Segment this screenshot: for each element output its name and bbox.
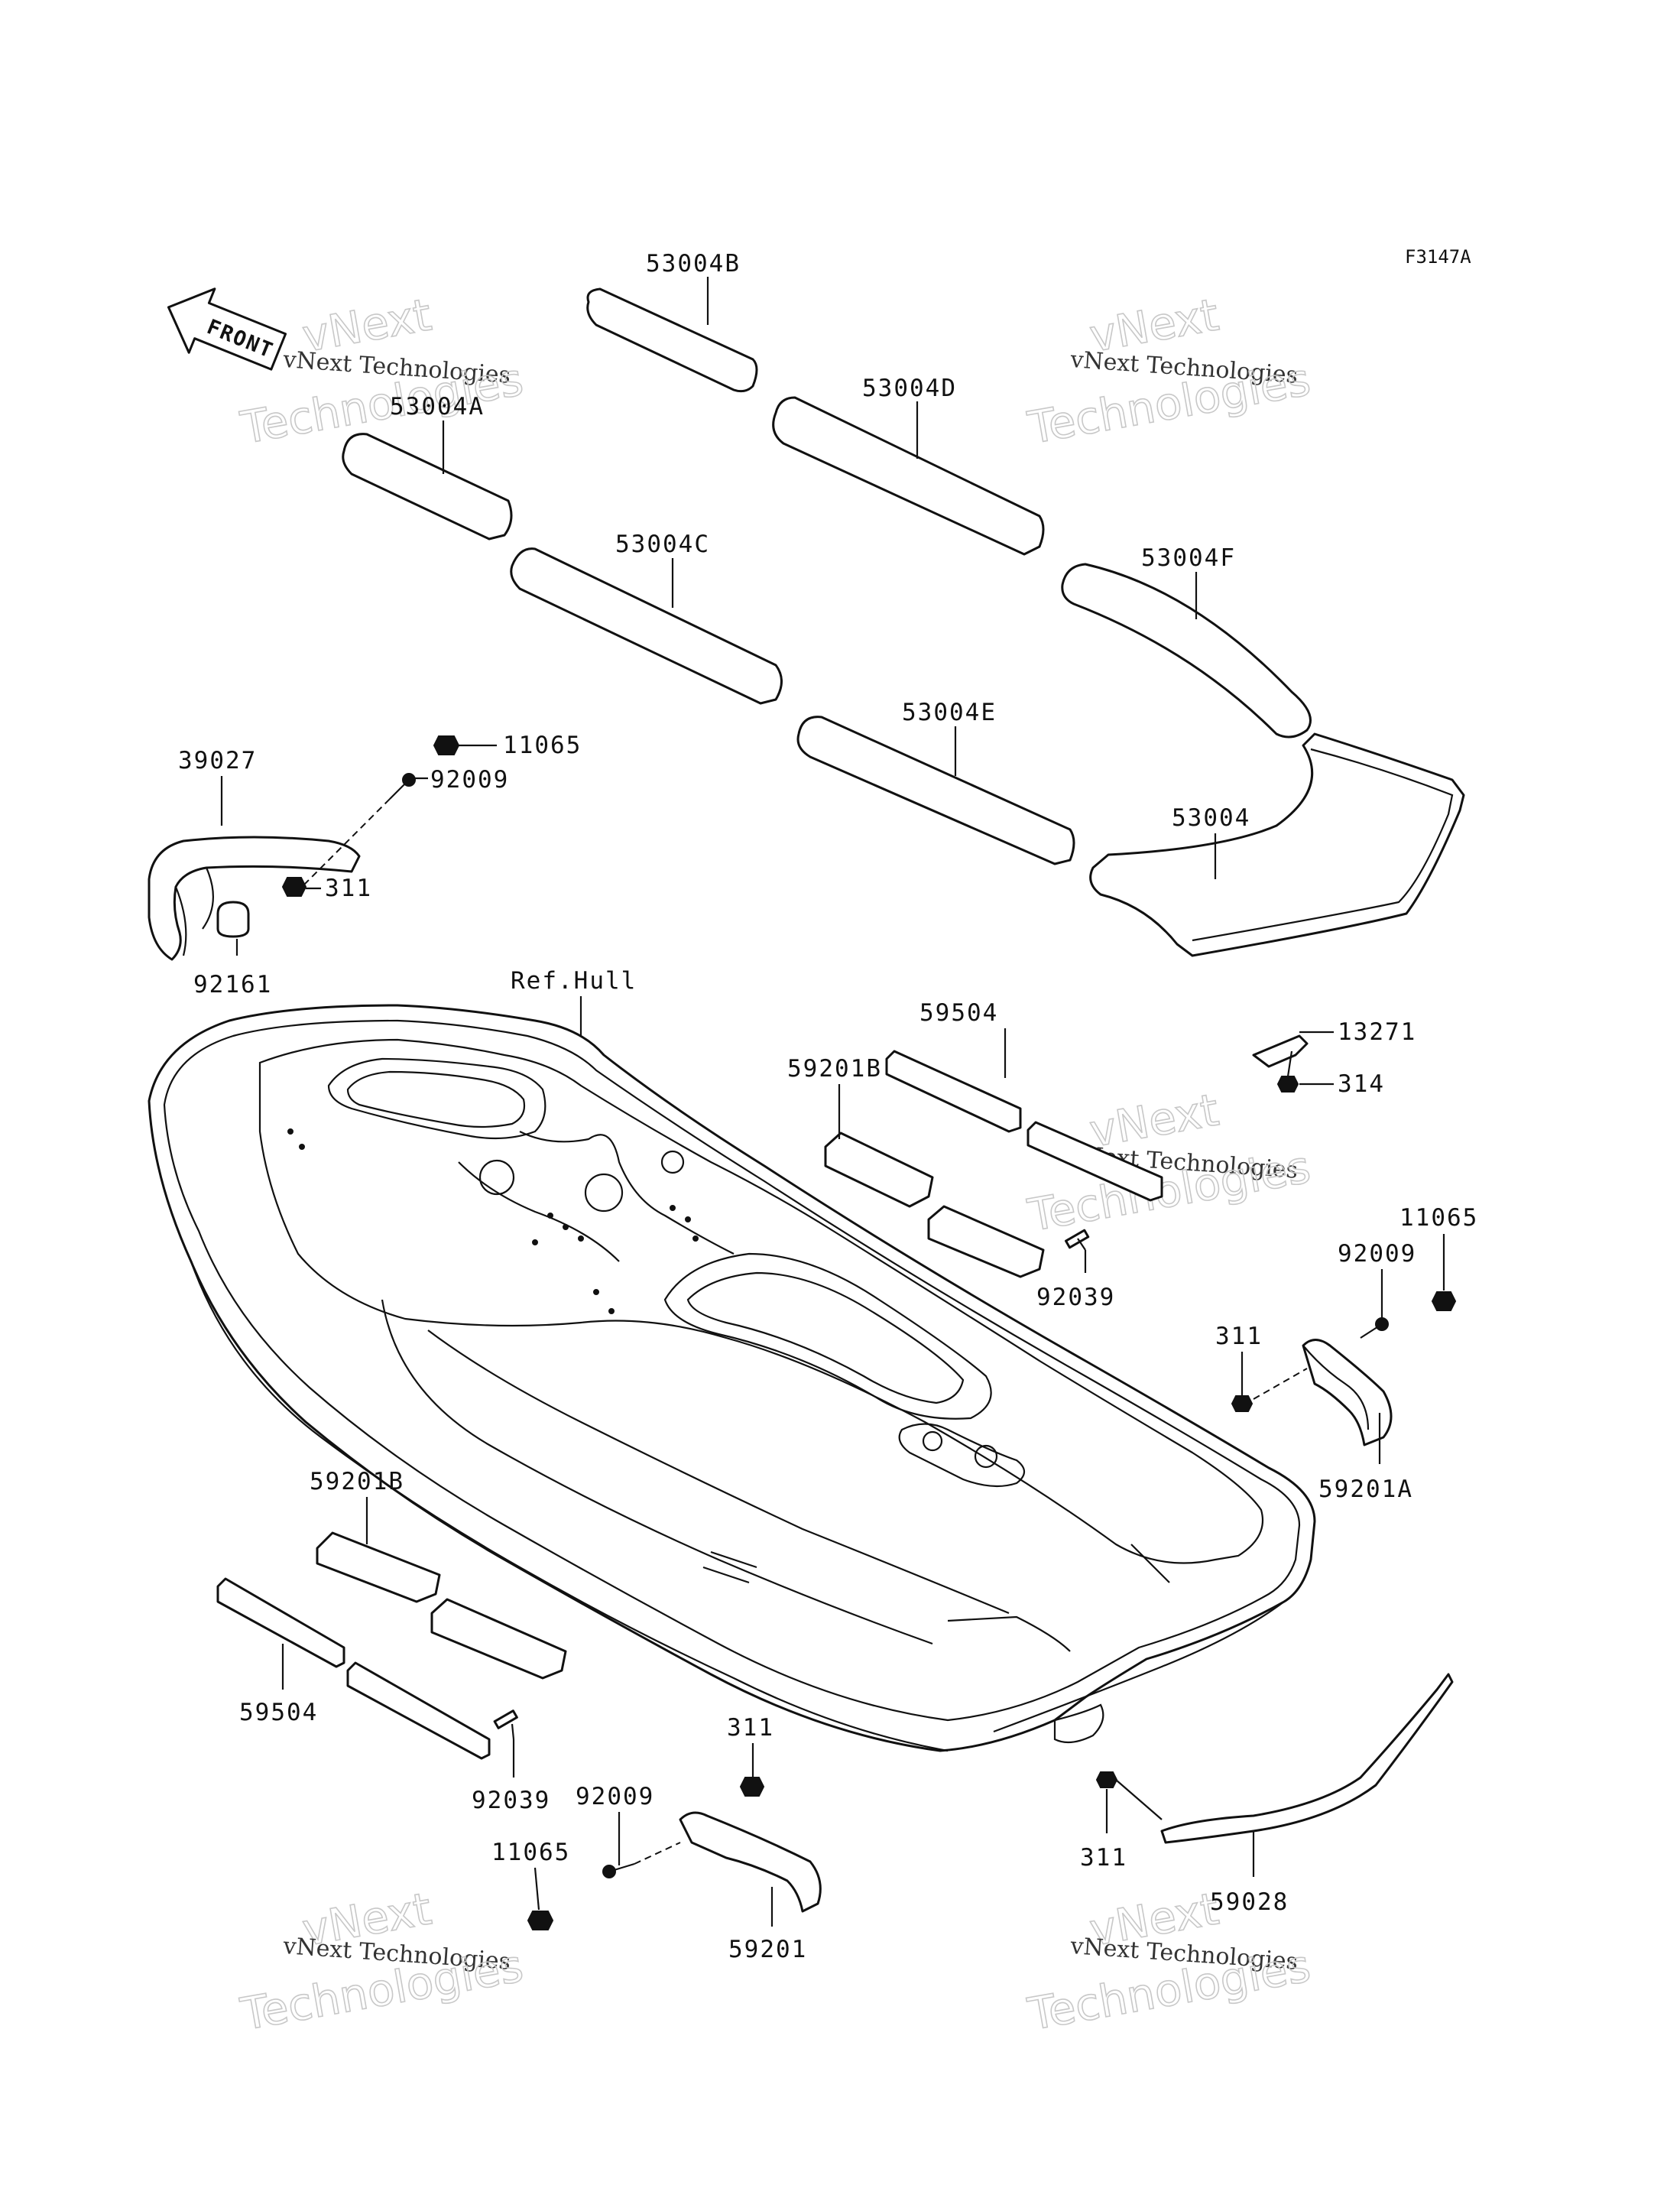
label-59504-bottom: 59504 xyxy=(239,1699,318,1726)
mat-53004 xyxy=(1089,732,1465,957)
label-53004F: 53004F xyxy=(1141,544,1236,572)
watermark-bottom-left: vNext vNext Technologies Technologies xyxy=(236,1882,527,2041)
rail-59504-bottom xyxy=(216,1577,345,1668)
guard-59201B-bottom-b xyxy=(430,1598,567,1680)
guard-59201B-bottom xyxy=(316,1531,441,1603)
label-92009-right: 92009 xyxy=(1338,1240,1416,1268)
label-11065-top: 11065 xyxy=(503,732,582,759)
hull-holes xyxy=(287,1128,699,1314)
label-11065-right: 11065 xyxy=(1399,1204,1478,1232)
bracket-13271 xyxy=(1252,1034,1309,1068)
label-92039-bottom: 92039 xyxy=(472,1787,550,1814)
label-311-right: 311 xyxy=(1215,1323,1263,1350)
label-13271: 13271 xyxy=(1338,1018,1416,1046)
label-59201: 59201 xyxy=(728,1936,807,1963)
mat-53004F xyxy=(1061,563,1312,739)
mat-53004A xyxy=(342,433,513,541)
nut-11065-bottom xyxy=(527,1911,554,1930)
bolt-92009-bottom xyxy=(602,1862,635,1878)
label-59201B-top: 59201B xyxy=(787,1055,882,1083)
label-59504-top: 59504 xyxy=(919,999,998,1027)
assembly-line-right xyxy=(1253,1368,1308,1400)
bumper-39027 xyxy=(148,836,361,961)
hull xyxy=(148,1004,1316,1752)
assembly-line-top xyxy=(301,798,391,888)
label-314: 314 xyxy=(1338,1070,1385,1098)
label-53004D: 53004D xyxy=(862,375,957,402)
bolt-92009-right xyxy=(1360,1317,1389,1339)
rail-59504-top xyxy=(885,1050,1022,1133)
guard-59201B-top-b xyxy=(927,1205,1045,1278)
label-92161: 92161 xyxy=(193,971,272,998)
label-ref-hull: Ref.Hull xyxy=(511,967,637,995)
rivet-92039-top xyxy=(1065,1229,1090,1251)
nut-311-top xyxy=(281,877,307,897)
mat-53004D xyxy=(772,396,1045,556)
front-arrow-icon: FRONT xyxy=(167,287,287,371)
cap-92161 xyxy=(216,901,250,938)
label-92009-top: 92009 xyxy=(430,766,509,794)
label-53004: 53004 xyxy=(1172,804,1250,832)
label-53004B: 53004B xyxy=(646,250,741,278)
label-39027: 39027 xyxy=(178,747,257,774)
label-92039-top: 92039 xyxy=(1036,1284,1115,1311)
label-11065-bottom: 11065 xyxy=(491,1839,570,1866)
label-53004C: 53004C xyxy=(615,531,710,558)
assembly-line-bottom xyxy=(634,1842,681,1865)
watermark-top-right: vNext vNext Technologies Technologies xyxy=(1023,288,1315,455)
label-311-lower-right: 311 xyxy=(1080,1844,1127,1872)
guard-59201 xyxy=(679,1811,822,1913)
leader-lines xyxy=(220,277,1445,1927)
nut-311-right xyxy=(1231,1395,1254,1412)
rail-59504-top-b xyxy=(1026,1121,1163,1202)
mat-53004B xyxy=(586,287,758,393)
figure-id: F3147A xyxy=(1405,246,1471,268)
label-311-top: 311 xyxy=(325,875,372,902)
watermark-top-left: vNext vNext Technologies Technologies xyxy=(236,288,527,455)
rail-59504-bottom-b xyxy=(346,1661,491,1760)
nut-314 xyxy=(1276,1076,1299,1093)
label-53004E: 53004E xyxy=(902,699,997,726)
rail-59028 xyxy=(1160,1673,1454,1844)
mat-53004-inner-edge xyxy=(1192,748,1454,942)
label-92009-bottom: 92009 xyxy=(576,1783,654,1810)
guard-59201B-top xyxy=(824,1131,934,1208)
nut-311-bottom xyxy=(739,1777,765,1797)
label-59028: 59028 xyxy=(1210,1888,1289,1916)
mat-53004C xyxy=(510,547,783,705)
label-311-bottom: 311 xyxy=(727,1714,774,1742)
mat-53004E xyxy=(796,716,1075,865)
label-53004A: 53004A xyxy=(390,393,485,420)
rivet-92039-bottom xyxy=(493,1709,518,1740)
nut-311-lower-right xyxy=(1095,1771,1118,1788)
part-labels: 53004B 53004A 53004D 53004C 53004F 53004… xyxy=(178,250,1478,1963)
nut-11065-right xyxy=(1431,1291,1457,1311)
nut-11065-top xyxy=(433,735,460,755)
label-59201A: 59201A xyxy=(1318,1476,1413,1503)
label-59201B-bottom: 59201B xyxy=(310,1468,404,1495)
bolt-92009-top xyxy=(389,773,416,800)
guard-59201A xyxy=(1302,1339,1393,1446)
